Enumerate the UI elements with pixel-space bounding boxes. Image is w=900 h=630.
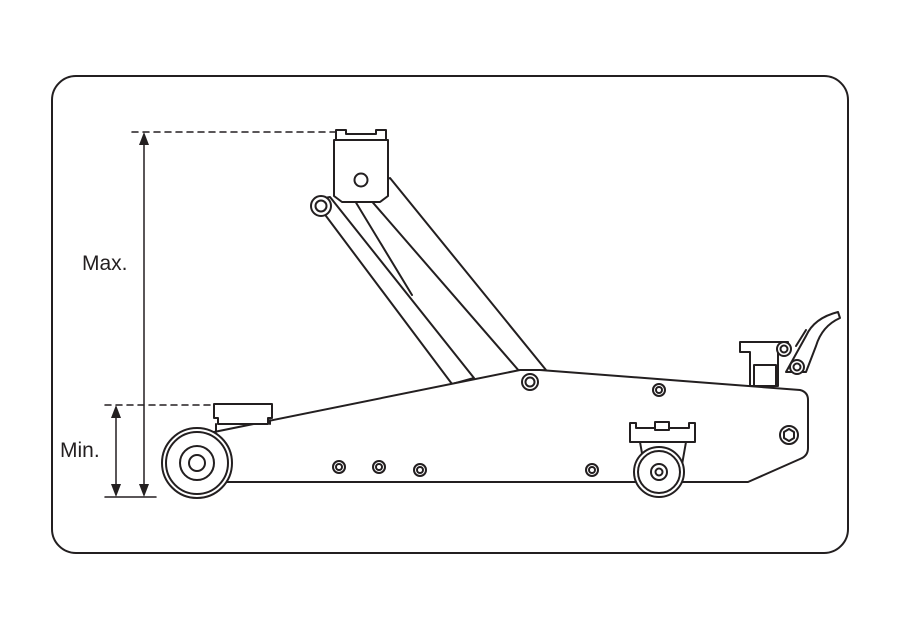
body-bolt [652,383,666,397]
jack-chassis [197,369,809,483]
saddle-lowered [213,403,273,433]
saddle-raised [333,129,389,203]
front-wheel [161,427,233,499]
diagram-frame [51,75,849,554]
arm-base-bolt [521,373,539,391]
side-rivets [332,460,599,477]
handle-socket [785,311,841,373]
max-dimension-arrow [139,132,149,497]
rear-caster [629,421,696,498]
max-height-label: Max. [82,252,128,275]
release-valve-nut [779,425,799,445]
arm-pivot-pin [310,195,332,217]
lift-arm [313,177,547,385]
pump-assembly [739,341,789,387]
pump-pivot-bolt-upper [776,341,792,357]
min-height-label: Min. [60,439,100,462]
min-dimension-arrow [111,405,121,497]
pump-pivot-bolt-lower [789,359,805,375]
